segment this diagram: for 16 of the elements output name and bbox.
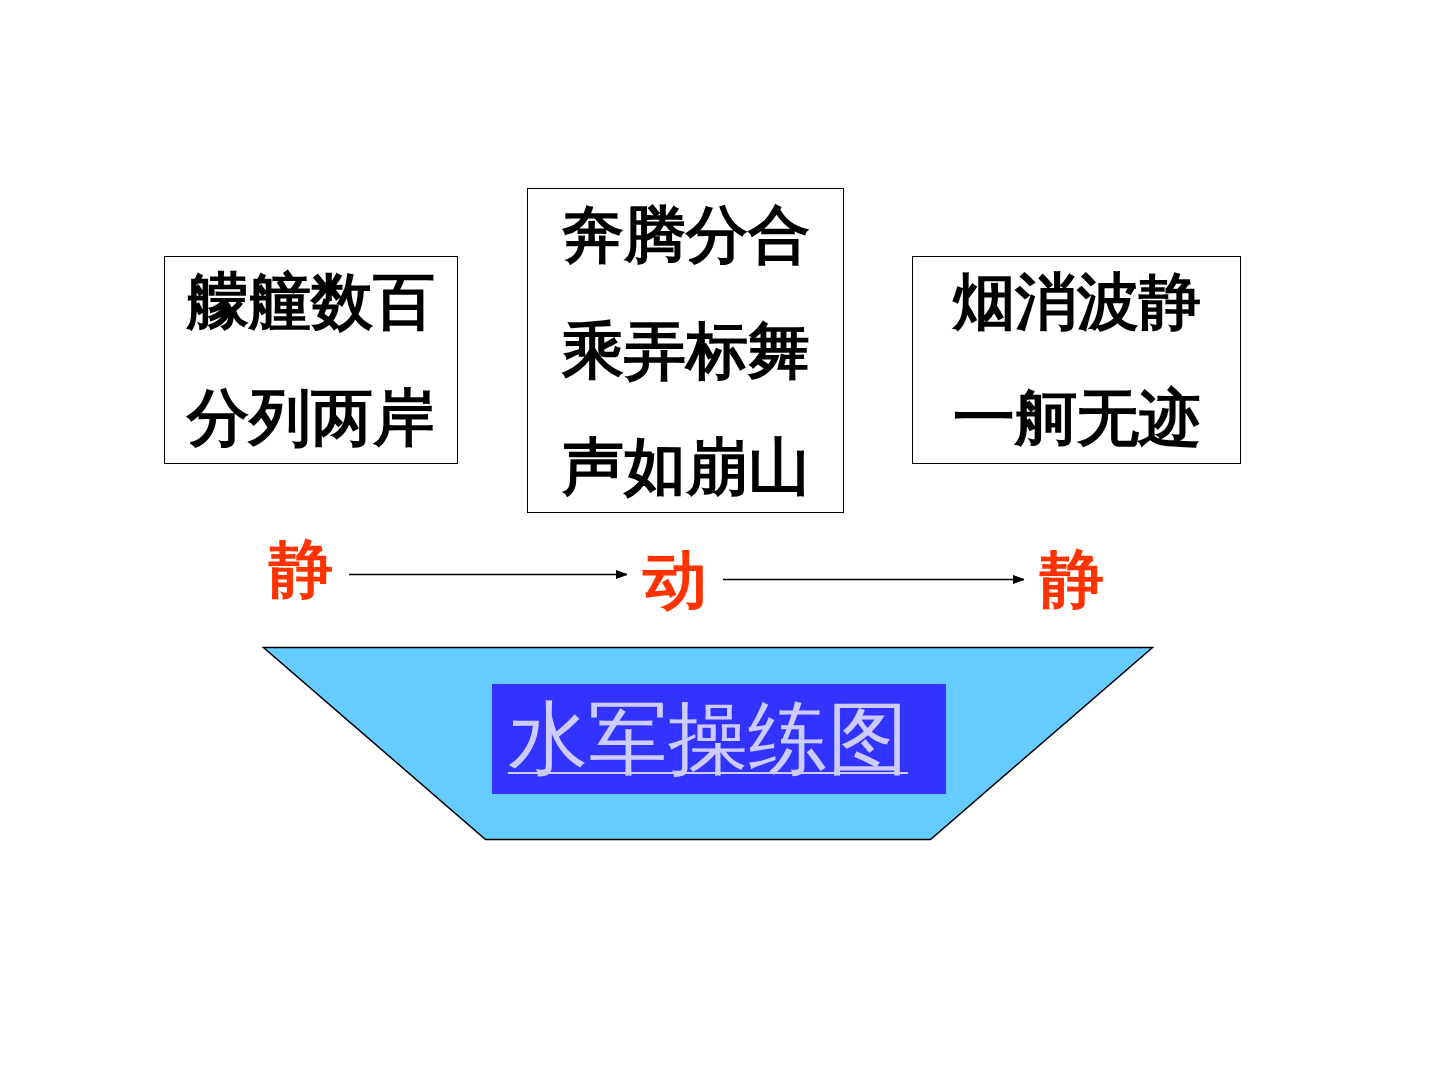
arrow [722,575,1025,584]
verse-line: 声如崩山 [561,435,810,498]
verse-line: 乘弄标舞 [561,319,810,382]
keyword-text: 动 [643,548,707,612]
verse-line: 一舸无迹 [952,387,1201,449]
keyword-text: 静 [1040,547,1104,611]
verse-line: 艨艟数百 [187,271,435,333]
text-box [164,256,458,464]
keyword-text: 静 [269,537,333,601]
text-box [527,188,844,513]
arrow [348,570,628,579]
verse-line: 奔腾分合 [561,203,810,266]
verse-line: 烟消波静 [952,271,1201,333]
verse-line: 分列两岸 [187,387,435,449]
link-button: 水军操练图 [492,684,946,794]
text-box [912,256,1241,464]
